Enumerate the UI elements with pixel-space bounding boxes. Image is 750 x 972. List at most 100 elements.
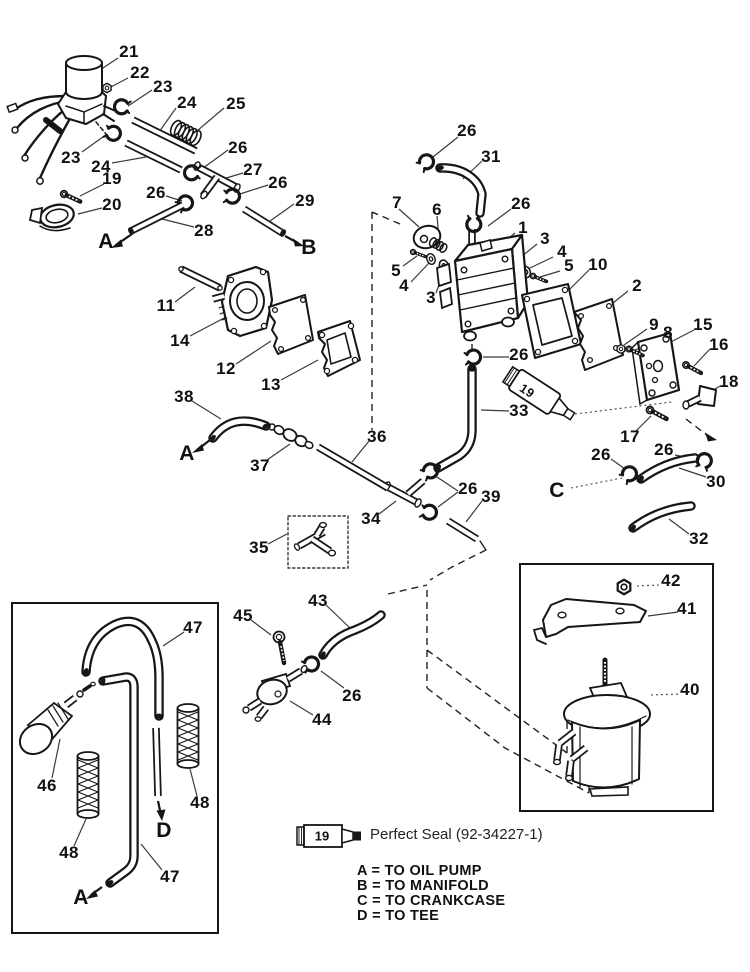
part-label-6: 6 xyxy=(432,200,442,219)
part-12-diaphragm xyxy=(268,294,314,355)
connection-letter-B: B xyxy=(301,236,317,259)
legend-line-c: C = TO CRANKCASE xyxy=(357,893,506,909)
part-label-34: 34 xyxy=(361,509,381,528)
part-label-17: 17 xyxy=(620,427,640,446)
part-label-26: 26 xyxy=(591,445,611,464)
part-label-37: 37 xyxy=(250,456,270,475)
connection-letter-A: A xyxy=(73,886,89,909)
part-39-tube xyxy=(446,517,487,551)
part-label-21: 21 xyxy=(119,42,139,61)
part-label-3: 3 xyxy=(540,229,550,248)
legend-seal-text: Perfect Seal (92-34227-1) xyxy=(370,826,543,843)
part-label-45: 45 xyxy=(233,606,253,625)
legend-line-a: A = TO OIL PUMP xyxy=(357,863,482,879)
part-label-5: 5 xyxy=(564,256,574,275)
part-label-26: 26 xyxy=(509,345,529,364)
legend-line-b: B = TO MANIFOLD xyxy=(357,878,489,894)
part-label-24: 24 xyxy=(91,157,111,176)
part-label-10: 10 xyxy=(588,255,608,274)
part-label-42: 42 xyxy=(661,571,681,590)
connection-arrows xyxy=(86,233,304,899)
connection-letter-A: A xyxy=(98,230,114,253)
part-label-13: 13 xyxy=(261,375,281,394)
part-label-48: 48 xyxy=(59,843,79,862)
part-28-tube xyxy=(128,201,185,235)
part-label-26: 26 xyxy=(342,686,362,705)
legend-seal-number: 19 xyxy=(314,828,330,844)
part-40-filter-assembly xyxy=(552,657,651,797)
part-label-18: 18 xyxy=(719,372,739,391)
legend-seal-tube-icon xyxy=(296,824,361,848)
part-18-elbow-fitting xyxy=(682,385,717,410)
part-label-26: 26 xyxy=(268,173,288,192)
part-label-39: 39 xyxy=(481,487,501,506)
part-48-spring xyxy=(76,751,100,819)
part-47-hose-long xyxy=(98,672,139,888)
connection-letter-C: C xyxy=(549,479,565,502)
part-label-40: 40 xyxy=(680,680,700,699)
inset-box-right xyxy=(519,563,714,812)
part-45-bolt xyxy=(272,630,287,666)
part-label-7: 7 xyxy=(392,193,402,212)
part-label-4: 4 xyxy=(557,242,567,261)
part-label-14: 14 xyxy=(170,331,190,350)
part-label-29: 29 xyxy=(295,191,315,210)
dashed-arrowhead xyxy=(705,432,717,442)
part-label-44: 44 xyxy=(312,710,332,729)
part-2-gasket xyxy=(573,298,624,371)
part-label-47: 47 xyxy=(183,618,203,637)
part-label-26: 26 xyxy=(146,183,166,202)
part-label-26: 26 xyxy=(654,440,674,459)
part-24-tubes xyxy=(124,116,198,174)
part-label-26: 26 xyxy=(457,121,477,140)
part-13-gasket xyxy=(317,320,361,377)
part-11-link xyxy=(178,265,223,292)
part-label-5: 5 xyxy=(391,261,401,280)
part-label-46: 46 xyxy=(37,776,57,795)
part-label-30: 30 xyxy=(706,472,726,491)
part-label-47: 47 xyxy=(160,867,180,886)
part-label-38: 38 xyxy=(174,387,194,406)
part-label-22: 22 xyxy=(130,63,150,82)
part-label-23: 23 xyxy=(153,77,173,96)
part-label-28: 28 xyxy=(194,221,214,240)
part-label-36: 36 xyxy=(367,427,387,446)
part-38-hose xyxy=(208,416,271,443)
inset-box-left xyxy=(11,602,219,934)
part-label-11: 11 xyxy=(156,296,176,315)
part-36-tube xyxy=(316,443,390,492)
part-label-16: 16 xyxy=(709,335,729,354)
part-label-25: 25 xyxy=(226,94,246,113)
part-label-3: 3 xyxy=(426,288,436,307)
part-14-cover xyxy=(212,265,274,338)
part-label-20: 20 xyxy=(102,195,122,214)
part-41-bracket xyxy=(532,598,647,645)
part-label-8: 8 xyxy=(663,323,673,342)
connection-letter-A: A xyxy=(179,442,195,465)
part-label-1: 1 xyxy=(518,218,528,237)
part-label-35: 35 xyxy=(249,538,269,557)
part-37-check-valve xyxy=(268,423,314,450)
part-label-19: 19 xyxy=(102,169,122,188)
part-label-31: 31 xyxy=(481,147,501,166)
part-47-hose-top xyxy=(81,616,164,797)
part-34-tee-fitting xyxy=(383,478,426,508)
part-label-4: 4 xyxy=(399,276,409,295)
dotted-leaders xyxy=(570,401,681,696)
part-29-tube xyxy=(242,205,287,238)
part-15-plate xyxy=(631,331,681,406)
part-32-hose xyxy=(628,501,696,533)
part-25-spring xyxy=(169,119,202,147)
part-label-43: 43 xyxy=(308,591,328,610)
part-30-hose xyxy=(636,453,700,484)
sealant-tube-19-icon xyxy=(501,365,576,421)
part-label-9: 9 xyxy=(649,315,659,334)
part-label-2: 2 xyxy=(632,276,642,295)
part-label-27: 27 xyxy=(243,160,263,179)
part-35-boxed-tee xyxy=(287,515,349,569)
legend-line-d: D = TO TEE xyxy=(357,908,440,924)
part-43-hose xyxy=(318,610,386,660)
